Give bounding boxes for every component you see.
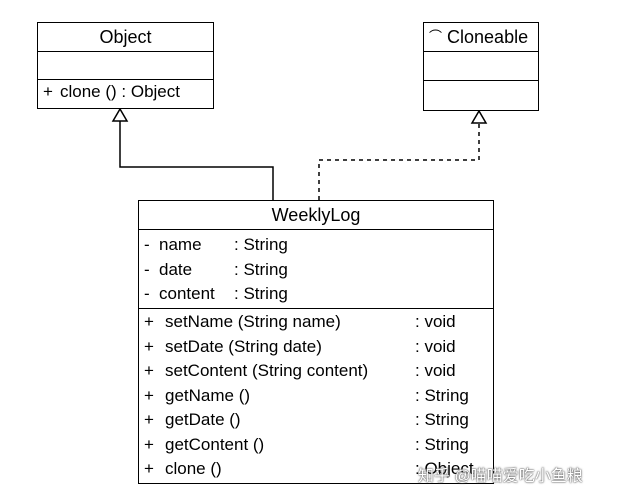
attribute-row: - name : String	[139, 233, 493, 258]
cloneable-methods-section	[424, 81, 538, 111]
cloneable-attributes-section	[424, 52, 538, 81]
method-visibility: +	[144, 459, 154, 478]
method-return-type: : void	[415, 312, 456, 331]
method-row: + setName (String name) : void	[139, 310, 493, 335]
attribute-type: : String	[234, 284, 288, 303]
generalization-arrowhead	[111, 107, 129, 122]
attribute-visibility: -	[144, 284, 150, 303]
generalization-line	[119, 121, 274, 200]
method-visibility: +	[144, 385, 154, 405]
method-row: + getContent () : String	[139, 433, 493, 458]
cloneable-header: ⌒ Cloneable	[424, 23, 538, 52]
method-name: getContent ()	[165, 434, 265, 454]
attribute-name: date	[159, 259, 193, 279]
object-attributes-section	[38, 52, 213, 80]
method-name: setDate (String date)	[165, 336, 322, 356]
method-name: setContent (String content)	[165, 361, 369, 380]
method-visibility: +	[144, 434, 154, 454]
object-class-name: Object	[38, 23, 213, 52]
realization-arrowhead	[470, 109, 488, 124]
weeklylog-methods-section: + setName (String name) : void + setDate…	[139, 309, 493, 484]
method-name: getDate ()	[165, 410, 241, 429]
attribute-visibility: -	[144, 235, 150, 254]
object-class-box[interactable]: Object + clone () : Object	[37, 22, 214, 109]
attribute-name: name	[159, 235, 202, 254]
method-visibility: +	[144, 361, 154, 380]
method-return-type: : void	[415, 361, 456, 380]
method-visibility: +	[144, 410, 154, 429]
object-methods-section: + clone () : Object	[38, 80, 213, 109]
realization-line	[318, 123, 480, 200]
weeklylog-attributes-section: - name : String - date : String - conten…	[139, 230, 493, 309]
cloneable-interface-box[interactable]: ⌒ Cloneable	[423, 22, 539, 111]
method-row: + getDate () : String	[139, 408, 493, 433]
method-signature: clone () : Object	[60, 82, 180, 101]
weeklylog-class-name: WeeklyLog	[139, 201, 493, 230]
attribute-type: : String	[234, 259, 288, 279]
method-name: getName ()	[165, 385, 251, 405]
interface-icon: ⌒	[429, 29, 443, 44]
weeklylog-class-box[interactable]: WeeklyLog - name : String - date : Strin…	[138, 200, 494, 484]
method-row: + clone () : Object	[139, 457, 493, 482]
method-row: + getName () : String	[139, 384, 493, 409]
method-name: setName (String name)	[165, 312, 341, 331]
attribute-visibility: -	[144, 259, 150, 279]
attribute-row: - date : String	[139, 258, 493, 283]
method-return-type: : String	[415, 434, 469, 454]
object-method-row: + clone () : Object	[38, 80, 213, 105]
method-visibility: +	[43, 82, 53, 101]
method-name: clone ()	[165, 459, 222, 478]
attribute-row: - content : String	[139, 282, 493, 307]
method-row: + setDate (String date) : void	[139, 335, 493, 360]
method-visibility: +	[144, 312, 154, 331]
method-return-type: : void	[415, 336, 456, 356]
method-return-type: : String	[415, 385, 469, 405]
method-return-type: : Object	[415, 459, 474, 478]
method-row: + setContent (String content) : void	[139, 359, 493, 384]
cloneable-class-name: Cloneable	[447, 27, 529, 47]
attribute-name: content	[159, 284, 215, 303]
attribute-type: : String	[234, 235, 288, 254]
watermark: 知乎 @喵喵爱吃小鱼粮	[418, 468, 583, 485]
method-visibility: +	[144, 336, 154, 356]
method-return-type: : String	[415, 410, 469, 429]
